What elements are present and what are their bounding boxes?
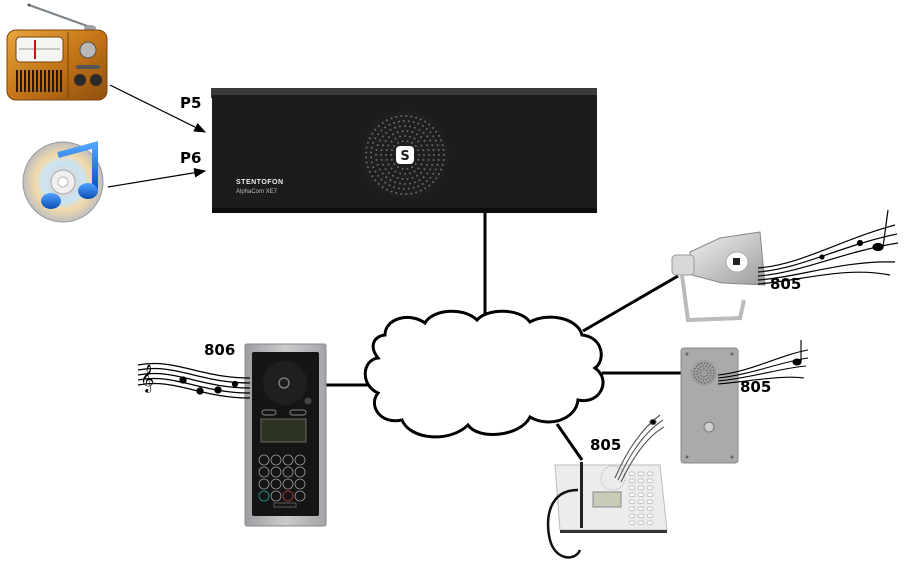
link-radio-to-server: [109, 84, 207, 133]
keypad-key: [270, 454, 282, 466]
connections: [107, 84, 683, 461]
desk-phone-icon: [546, 462, 668, 559]
radio-icon: [6, 3, 108, 101]
keypad-key: [294, 454, 306, 466]
keypad-key: [258, 478, 270, 490]
music-notes-desk-icon: [614, 414, 665, 483]
stentofon-logo-icon: [396, 146, 414, 164]
cloud-icon: [363, 309, 605, 439]
endpoint-label-805-horn: 805: [770, 275, 801, 293]
server-brand: STENTOFON: [236, 179, 284, 186]
keypad-key: [270, 490, 282, 502]
endpoint-label-805-wall: 805: [740, 378, 771, 396]
keypad-key: [258, 466, 270, 478]
keypad-key: [294, 466, 306, 478]
endpoint-label-806: 806: [204, 341, 235, 359]
link-cloud-to-desk: [555, 423, 584, 461]
wall-station-icon: [680, 347, 739, 464]
port-label-p6: P6: [180, 149, 201, 167]
keypad-key: [258, 490, 270, 502]
keypad-key: [282, 490, 294, 502]
svg-text:𝄞: 𝄞: [140, 364, 154, 393]
keypad-key: [270, 478, 282, 490]
keypad-key: [270, 466, 282, 478]
keypad-key: [258, 454, 270, 466]
port-label-p5: P5: [180, 94, 201, 112]
intercom-keypad-icon: [244, 343, 327, 527]
server-model: AlphaCom XE7: [236, 189, 278, 195]
itunes-music-cd-icon: [22, 141, 104, 223]
keypad-key: [294, 478, 306, 490]
keypad-key: [282, 466, 294, 478]
music-notes-left-icon: 𝄞: [137, 362, 251, 399]
music-notes-horn-icon: [757, 209, 899, 285]
link-music-to-server: [107, 168, 207, 188]
music-notes-wall-icon: [717, 340, 809, 385]
keypad-key: [282, 478, 294, 490]
svg-text:S: S: [400, 149, 409, 164]
keypad-key: [282, 454, 294, 466]
alphacom-server: S STENTOFON AlphaCom XE7: [211, 88, 597, 213]
keypad-key: [294, 490, 306, 502]
horn-speaker-icon: [671, 231, 766, 323]
endpoint-label-805-desk: 805: [590, 436, 621, 454]
link-cloud-to-horn: [582, 274, 679, 333]
